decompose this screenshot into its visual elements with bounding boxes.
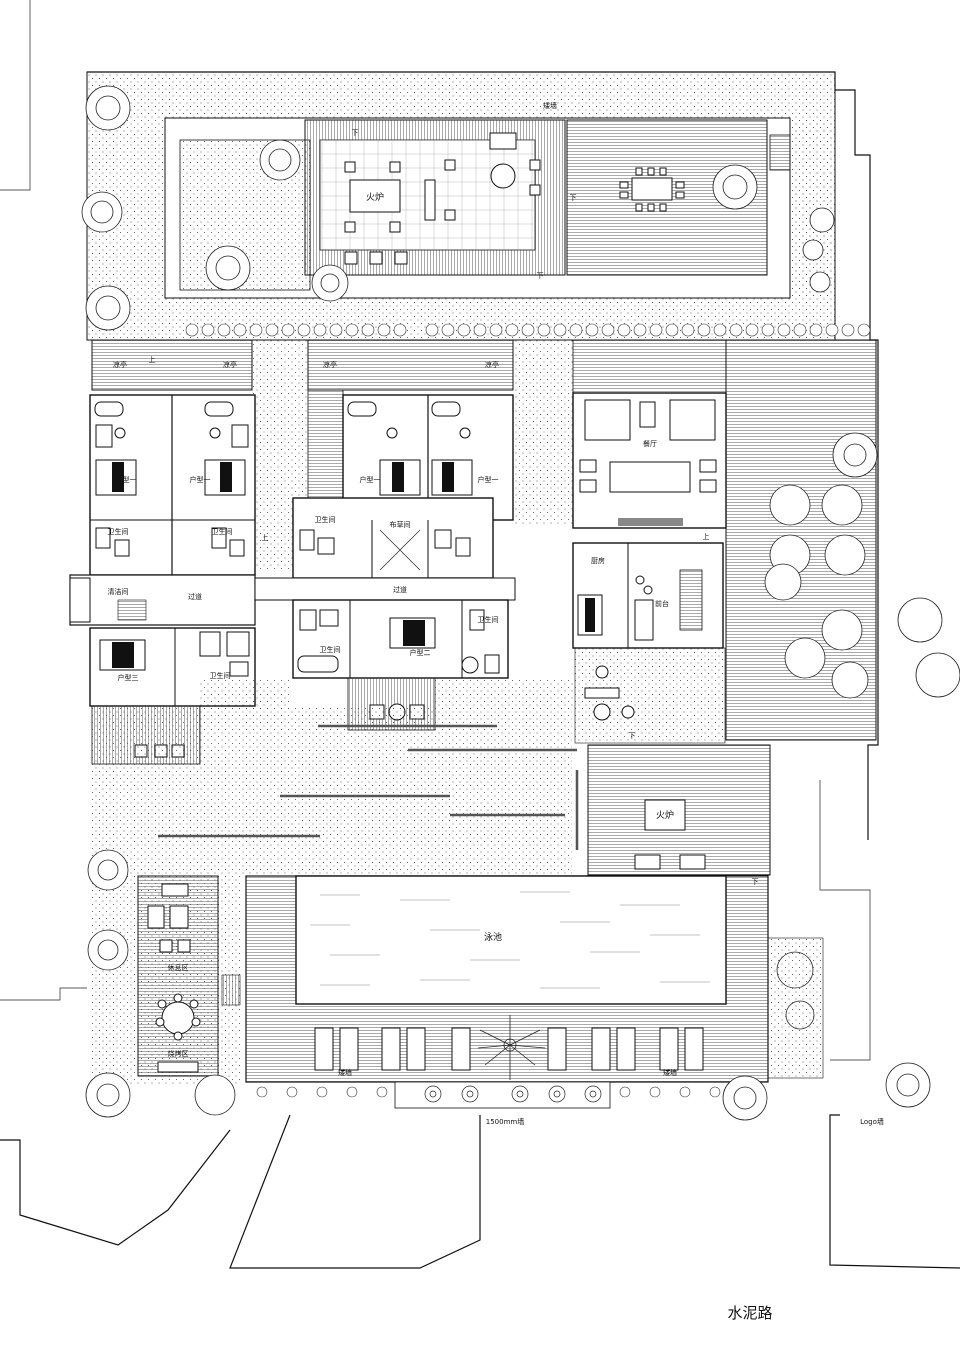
pool-water-lines: [310, 891, 710, 989]
cement-road-label: 水泥路: [727, 1304, 772, 1322]
low-wall-top-label: 矮墙: [543, 101, 557, 110]
bathroom-b-label: 卫生间: [212, 527, 233, 536]
logo-wall-label: Logo墙: [860, 1117, 884, 1126]
restaurant-block: [572, 392, 727, 529]
tree-symbols-east: [764, 432, 960, 699]
bathroom-e-label: 卫生间: [320, 645, 341, 654]
room-type-1c-label: 户型一: [360, 475, 381, 484]
low-wall-bl-label: 矮墙: [338, 1068, 352, 1077]
room-type-1b-label: 户型一: [190, 475, 211, 484]
bathroom-f-label: 卫生间: [478, 615, 499, 624]
bbq-area-label: 烧烤区: [168, 1049, 189, 1058]
entry-road: [0, 1114, 960, 1269]
bathroom-a-label: 卫生间: [108, 527, 129, 536]
terrace-furniture: [584, 665, 635, 721]
central-plaza: [92, 706, 572, 876]
room-type-3-label: 户型三: [118, 673, 139, 682]
lounge-seats-top: [344, 132, 541, 265]
room-type-2-label: 户型二: [410, 648, 431, 657]
room-type-1a-label: 户型一: [116, 475, 137, 484]
fire-pit-right-label: 火炉: [656, 809, 674, 821]
down-arrow-label-3: 下: [537, 272, 544, 280]
guest-room-type-2: [292, 599, 509, 679]
paving-strips: [158, 724, 579, 850]
hedge-row: [185, 323, 871, 337]
kitchen-label: 厨房: [591, 556, 605, 565]
down-arrow-label-5: 下: [752, 878, 759, 886]
room-type-1d-label: 户型一: [478, 475, 499, 484]
pool-label: 泳池: [484, 931, 502, 943]
pavilion-label-4: 凉亭: [485, 360, 499, 369]
pavilion-deck-left: [91, 339, 253, 391]
bathroom-c-label: 卫生间: [210, 671, 231, 680]
down-arrow-label-1: 下: [352, 129, 359, 137]
fire-pit-top: [349, 179, 401, 213]
guest-block-left: [89, 394, 256, 576]
up-arrow-label-3: 上: [262, 533, 269, 542]
cleaning-room-label: 清洁间: [108, 587, 129, 596]
pavilion-label-2: 凉亭: [223, 360, 237, 369]
outdoor-dining-table: [619, 167, 685, 212]
swimming-pool: [295, 875, 727, 1005]
pavilion-label-3: 凉亭: [323, 360, 337, 369]
service-block: [292, 497, 494, 579]
down-arrow-label-2: 下: [570, 194, 577, 202]
wall-lights: [424, 1085, 602, 1103]
kitchen-reception-block: [572, 542, 724, 649]
bathroom-d-label: 卫生间: [315, 515, 336, 524]
pavilion-label-1: 凉亭: [113, 360, 127, 369]
restaurant-label: 餐厅: [643, 439, 657, 448]
rest-area-label: 休息区: [168, 963, 189, 972]
down-arrow-label-4: 下: [629, 732, 636, 740]
low-wall-br-label: 矮墙: [663, 1068, 677, 1077]
palm-plant: [477, 1015, 546, 1080]
up-arrow-label-2: 上: [703, 532, 710, 541]
guest-room-type-3: [89, 627, 256, 707]
bbq-table: [155, 993, 201, 1041]
corridor-left-label: 过道: [188, 592, 202, 601]
up-arrow-label-1: 上: [149, 355, 156, 364]
lower-hedge: [256, 1086, 721, 1098]
sun-loungers: [314, 1027, 704, 1071]
pavilion-deck-right: [307, 339, 514, 391]
reception-label: 前台: [655, 599, 669, 608]
rest-area-furniture: [147, 883, 191, 953]
linen-room-label: 布草间: [390, 520, 411, 529]
wall-1500-label: 1500mm墙: [486, 1117, 524, 1126]
tree-symbols-top: [81, 85, 835, 331]
fire-pit-top-label: 火炉: [366, 191, 384, 203]
corridor-mid-label: 过道: [393, 585, 407, 594]
